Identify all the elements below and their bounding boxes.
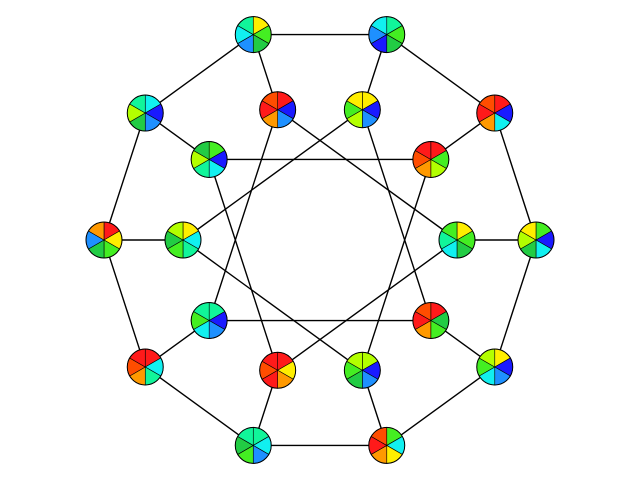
edge-i0-i3 (182, 109, 363, 241)
node-i0 (164, 221, 202, 259)
node-o1 (126, 94, 164, 132)
node-i3 (343, 91, 381, 129)
node-i8 (259, 351, 297, 389)
node-rim (343, 91, 381, 129)
node-o8 (234, 426, 272, 464)
node-rim (412, 302, 450, 340)
node-rim (476, 94, 514, 132)
node-rim (259, 351, 297, 389)
node-rim (368, 16, 406, 54)
node-rim (234, 16, 272, 54)
edge-i5-i8 (277, 239, 458, 371)
edge-o5-o6 (494, 239, 537, 368)
edge-o9-o0 (103, 239, 146, 368)
edge-o4-o5 (494, 112, 537, 241)
node-rim (517, 221, 555, 259)
node-i5 (438, 221, 476, 259)
node-o2 (234, 16, 272, 54)
node-rim (190, 302, 228, 340)
node-rim (368, 426, 406, 464)
edge-i2-i5 (277, 109, 458, 241)
node-i6 (412, 302, 450, 340)
node-o7 (368, 426, 406, 464)
edge-i9-i2 (208, 109, 279, 321)
edge-o8-o9 (144, 366, 254, 446)
node-i1 (190, 140, 228, 178)
node-i7 (343, 351, 381, 389)
edge-o0-o1 (103, 112, 146, 241)
node-i4 (412, 140, 450, 178)
node-o5 (517, 221, 555, 259)
node-o4 (476, 94, 514, 132)
node-rim (476, 348, 514, 386)
node-rim (164, 221, 202, 259)
node-rim (126, 94, 164, 132)
edge-o1-o2 (144, 34, 254, 114)
edge-i7-i0 (182, 239, 363, 371)
node-o0 (85, 221, 123, 259)
edge-i8-i1 (208, 159, 279, 371)
node-rim (412, 140, 450, 178)
node-rim (438, 221, 476, 259)
node-rim (85, 221, 123, 259)
node-layer (85, 16, 555, 464)
node-i2 (259, 91, 297, 129)
edge-o6-o7 (386, 366, 496, 446)
node-rim (126, 348, 164, 386)
edge-o3-o4 (386, 34, 496, 114)
node-rim (234, 426, 272, 464)
node-i9 (190, 302, 228, 340)
node-rim (343, 351, 381, 389)
node-o3 (368, 16, 406, 54)
node-o6 (476, 348, 514, 386)
node-rim (259, 91, 297, 129)
edge-i4-i7 (361, 159, 432, 371)
node-rim (190, 140, 228, 178)
edge-i3-i6 (361, 109, 432, 321)
node-o9 (126, 348, 164, 386)
